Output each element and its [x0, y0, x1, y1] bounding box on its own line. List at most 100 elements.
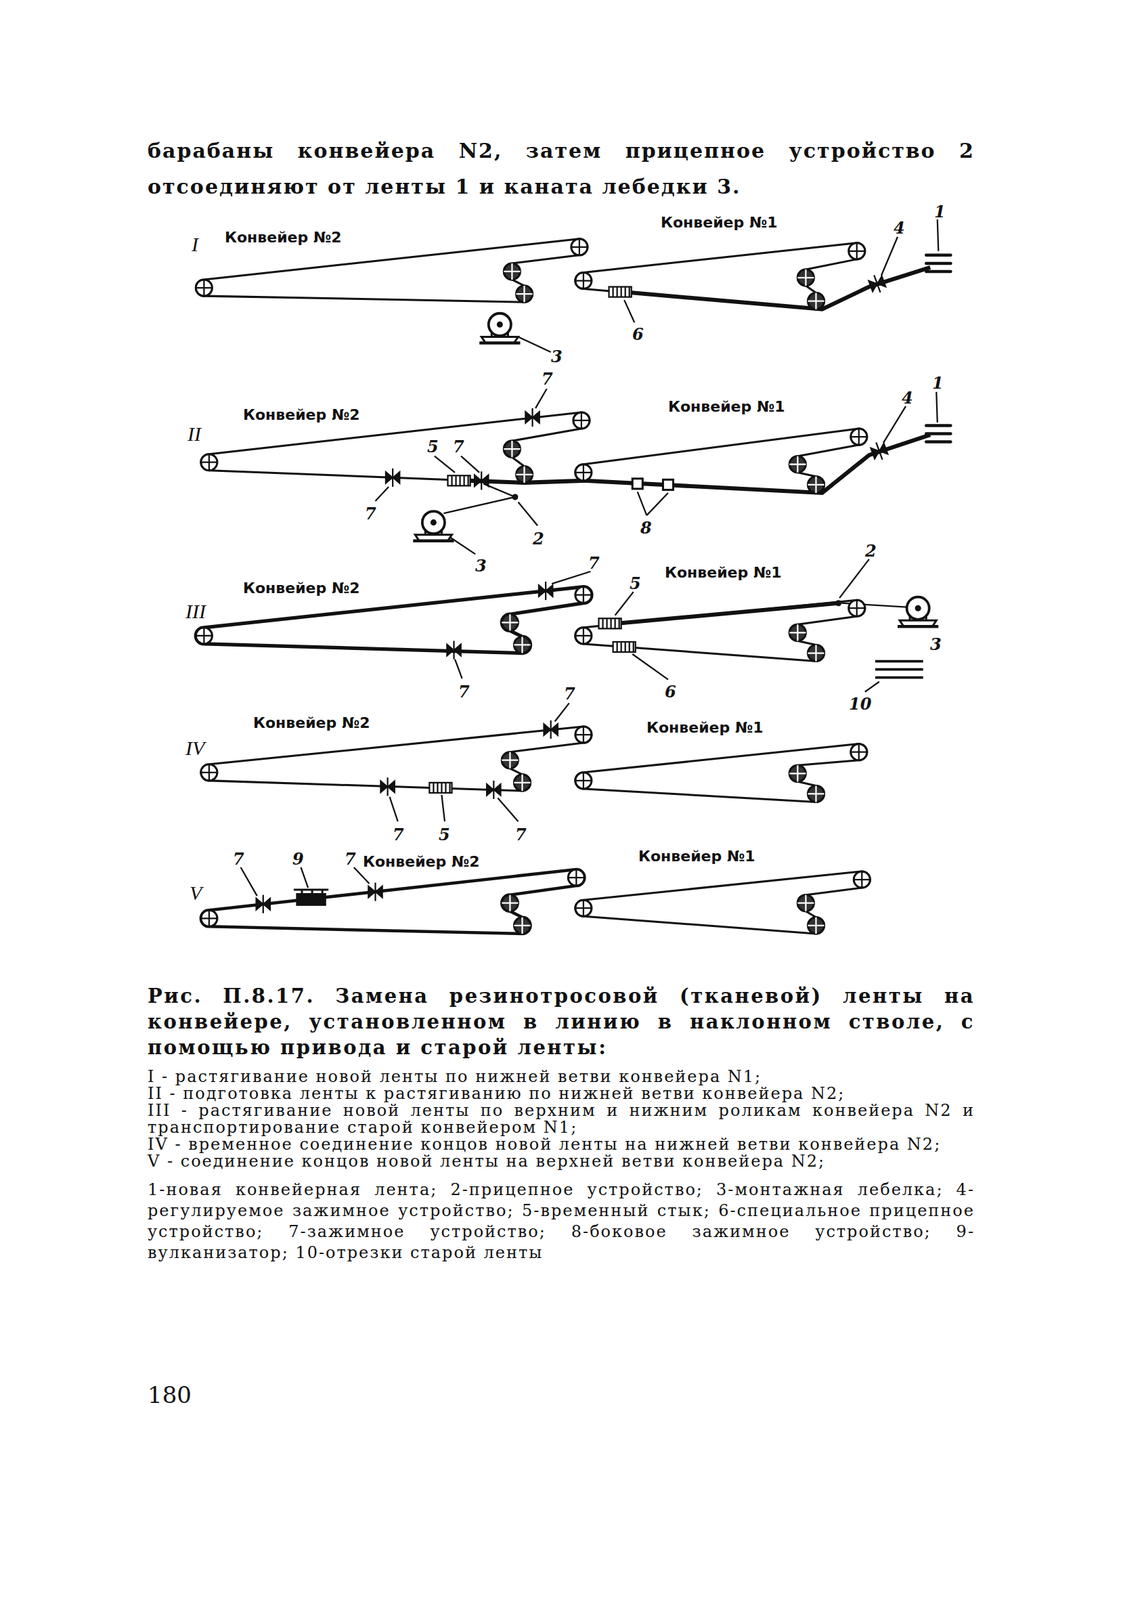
drive-drum [797, 269, 814, 286]
callout-number: 3 [475, 555, 487, 576]
joint-symbol [429, 782, 452, 793]
pulley [195, 627, 212, 644]
pulley [848, 599, 866, 617]
hitch-point [835, 599, 842, 606]
conveyor-belt [195, 238, 588, 302]
stage-numeral: IV [185, 736, 205, 760]
callout-number: 2 [865, 540, 877, 561]
callout-number: 5 [629, 573, 642, 593]
conveyor-name: Конвейер №1 [660, 213, 778, 231]
stage-four-parts [201, 720, 868, 803]
hitch-point [511, 493, 518, 500]
conveyor-name: Конвейер №2 [243, 406, 361, 424]
callout-number: 3 [551, 346, 563, 367]
winch-symbol [897, 597, 939, 627]
new-belt [622, 267, 931, 310]
joint-symbol [599, 618, 622, 629]
stage-description: III - растягивание новой ленты по верхни… [147, 1102, 975, 1136]
conveyor-name: Конвейер №1 [664, 563, 782, 581]
stage-five-parts [201, 869, 870, 934]
stage-five [201, 867, 870, 934]
callout-number: 7 [452, 436, 465, 457]
figure-caption: Рис. П.8.17. Замена резинотросовой (ткан… [147, 982, 975, 1061]
clamp-symbol [867, 272, 887, 296]
pulley [575, 772, 592, 789]
stage-description: V - соединение концов новой ленты на вер… [147, 1152, 975, 1170]
pulley [853, 871, 870, 888]
pulley [850, 743, 868, 761]
winch-symbol [412, 511, 454, 541]
conveyor-belt [201, 869, 585, 934]
drive-drum [513, 774, 531, 791]
callout-number: 8 [640, 517, 652, 538]
drive-drum [807, 293, 824, 310]
stage-two [201, 388, 938, 554]
clamp-symbol [486, 780, 501, 799]
winch-rope [443, 483, 515, 514]
conveyor-name: Конвейер №2 [243, 579, 361, 597]
conveyor-name: Конвейер №2 [362, 852, 480, 870]
callout-number: 2 [532, 528, 545, 549]
stage-two-parts [201, 408, 952, 541]
callout-number: 1 [934, 201, 946, 222]
pulley [201, 454, 218, 471]
pulley [571, 238, 588, 256]
belt-coil [926, 425, 951, 442]
callout-number: 5 [427, 436, 439, 457]
clamp-symbol [446, 640, 461, 659]
clamp-symbol [543, 720, 558, 739]
pulley [575, 726, 592, 743]
callout-number: 4 [901, 387, 914, 408]
conveyor-belt [201, 726, 592, 791]
drive-drum [503, 263, 520, 280]
vulcanizer-body [296, 893, 325, 906]
clamp-symbol [525, 408, 540, 427]
old-belt-pieces [875, 661, 924, 678]
drive-drum [503, 440, 520, 457]
drive-drum [789, 624, 806, 641]
stage-one-parts [195, 238, 951, 344]
callout-number: 6 [664, 681, 677, 702]
body-text: барабаны конвейера N2, затем прицепное у… [147, 132, 975, 205]
drive-drum [789, 456, 806, 473]
callout-number: 7 [515, 824, 527, 845]
callout-number: 7 [364, 503, 377, 524]
stage-one [195, 219, 939, 353]
stage-four [201, 702, 868, 822]
pulley [575, 627, 592, 644]
clamp-symbol [368, 882, 383, 901]
callout-number: 1 [932, 372, 944, 393]
vulcanizer-plate [293, 889, 329, 894]
clamp-symbol [385, 468, 401, 487]
belt-coil [926, 255, 951, 272]
pulley [575, 464, 592, 481]
new-belt [617, 603, 839, 624]
clamp-symbol [380, 777, 395, 796]
clamp-symbol [474, 471, 489, 490]
drive-drum [513, 917, 531, 934]
leader-line [454, 559, 880, 692]
callout-number: 7 [588, 553, 600, 573]
conveyor-name: Конвейер №2 [224, 228, 342, 246]
callout-number: 3 [930, 634, 942, 654]
side-clamp [662, 479, 673, 490]
conveyor-belt [195, 586, 592, 654]
caption-block: Рис. П.8.17. Замена резинотросовой (ткан… [147, 982, 975, 1264]
callout-key: 1-новая конвейерная лента; 2-прицепное у… [147, 1179, 975, 1264]
stage-numeral: V [189, 881, 202, 905]
drive-drum [501, 752, 518, 769]
pulley [575, 272, 592, 289]
drive-drum [515, 466, 533, 483]
joint-symbol [613, 641, 636, 652]
leader-line [240, 867, 370, 896]
stage-numeral: I [191, 232, 199, 256]
drive-drum [807, 785, 824, 802]
conveyor-belt [575, 599, 866, 661]
drive-drum [789, 764, 806, 782]
side-clamp [632, 478, 643, 489]
pulley [201, 764, 218, 781]
callout-number: 7 [541, 368, 554, 389]
callout-number: 5 [438, 824, 451, 845]
stage-numeral: III [185, 599, 206, 623]
